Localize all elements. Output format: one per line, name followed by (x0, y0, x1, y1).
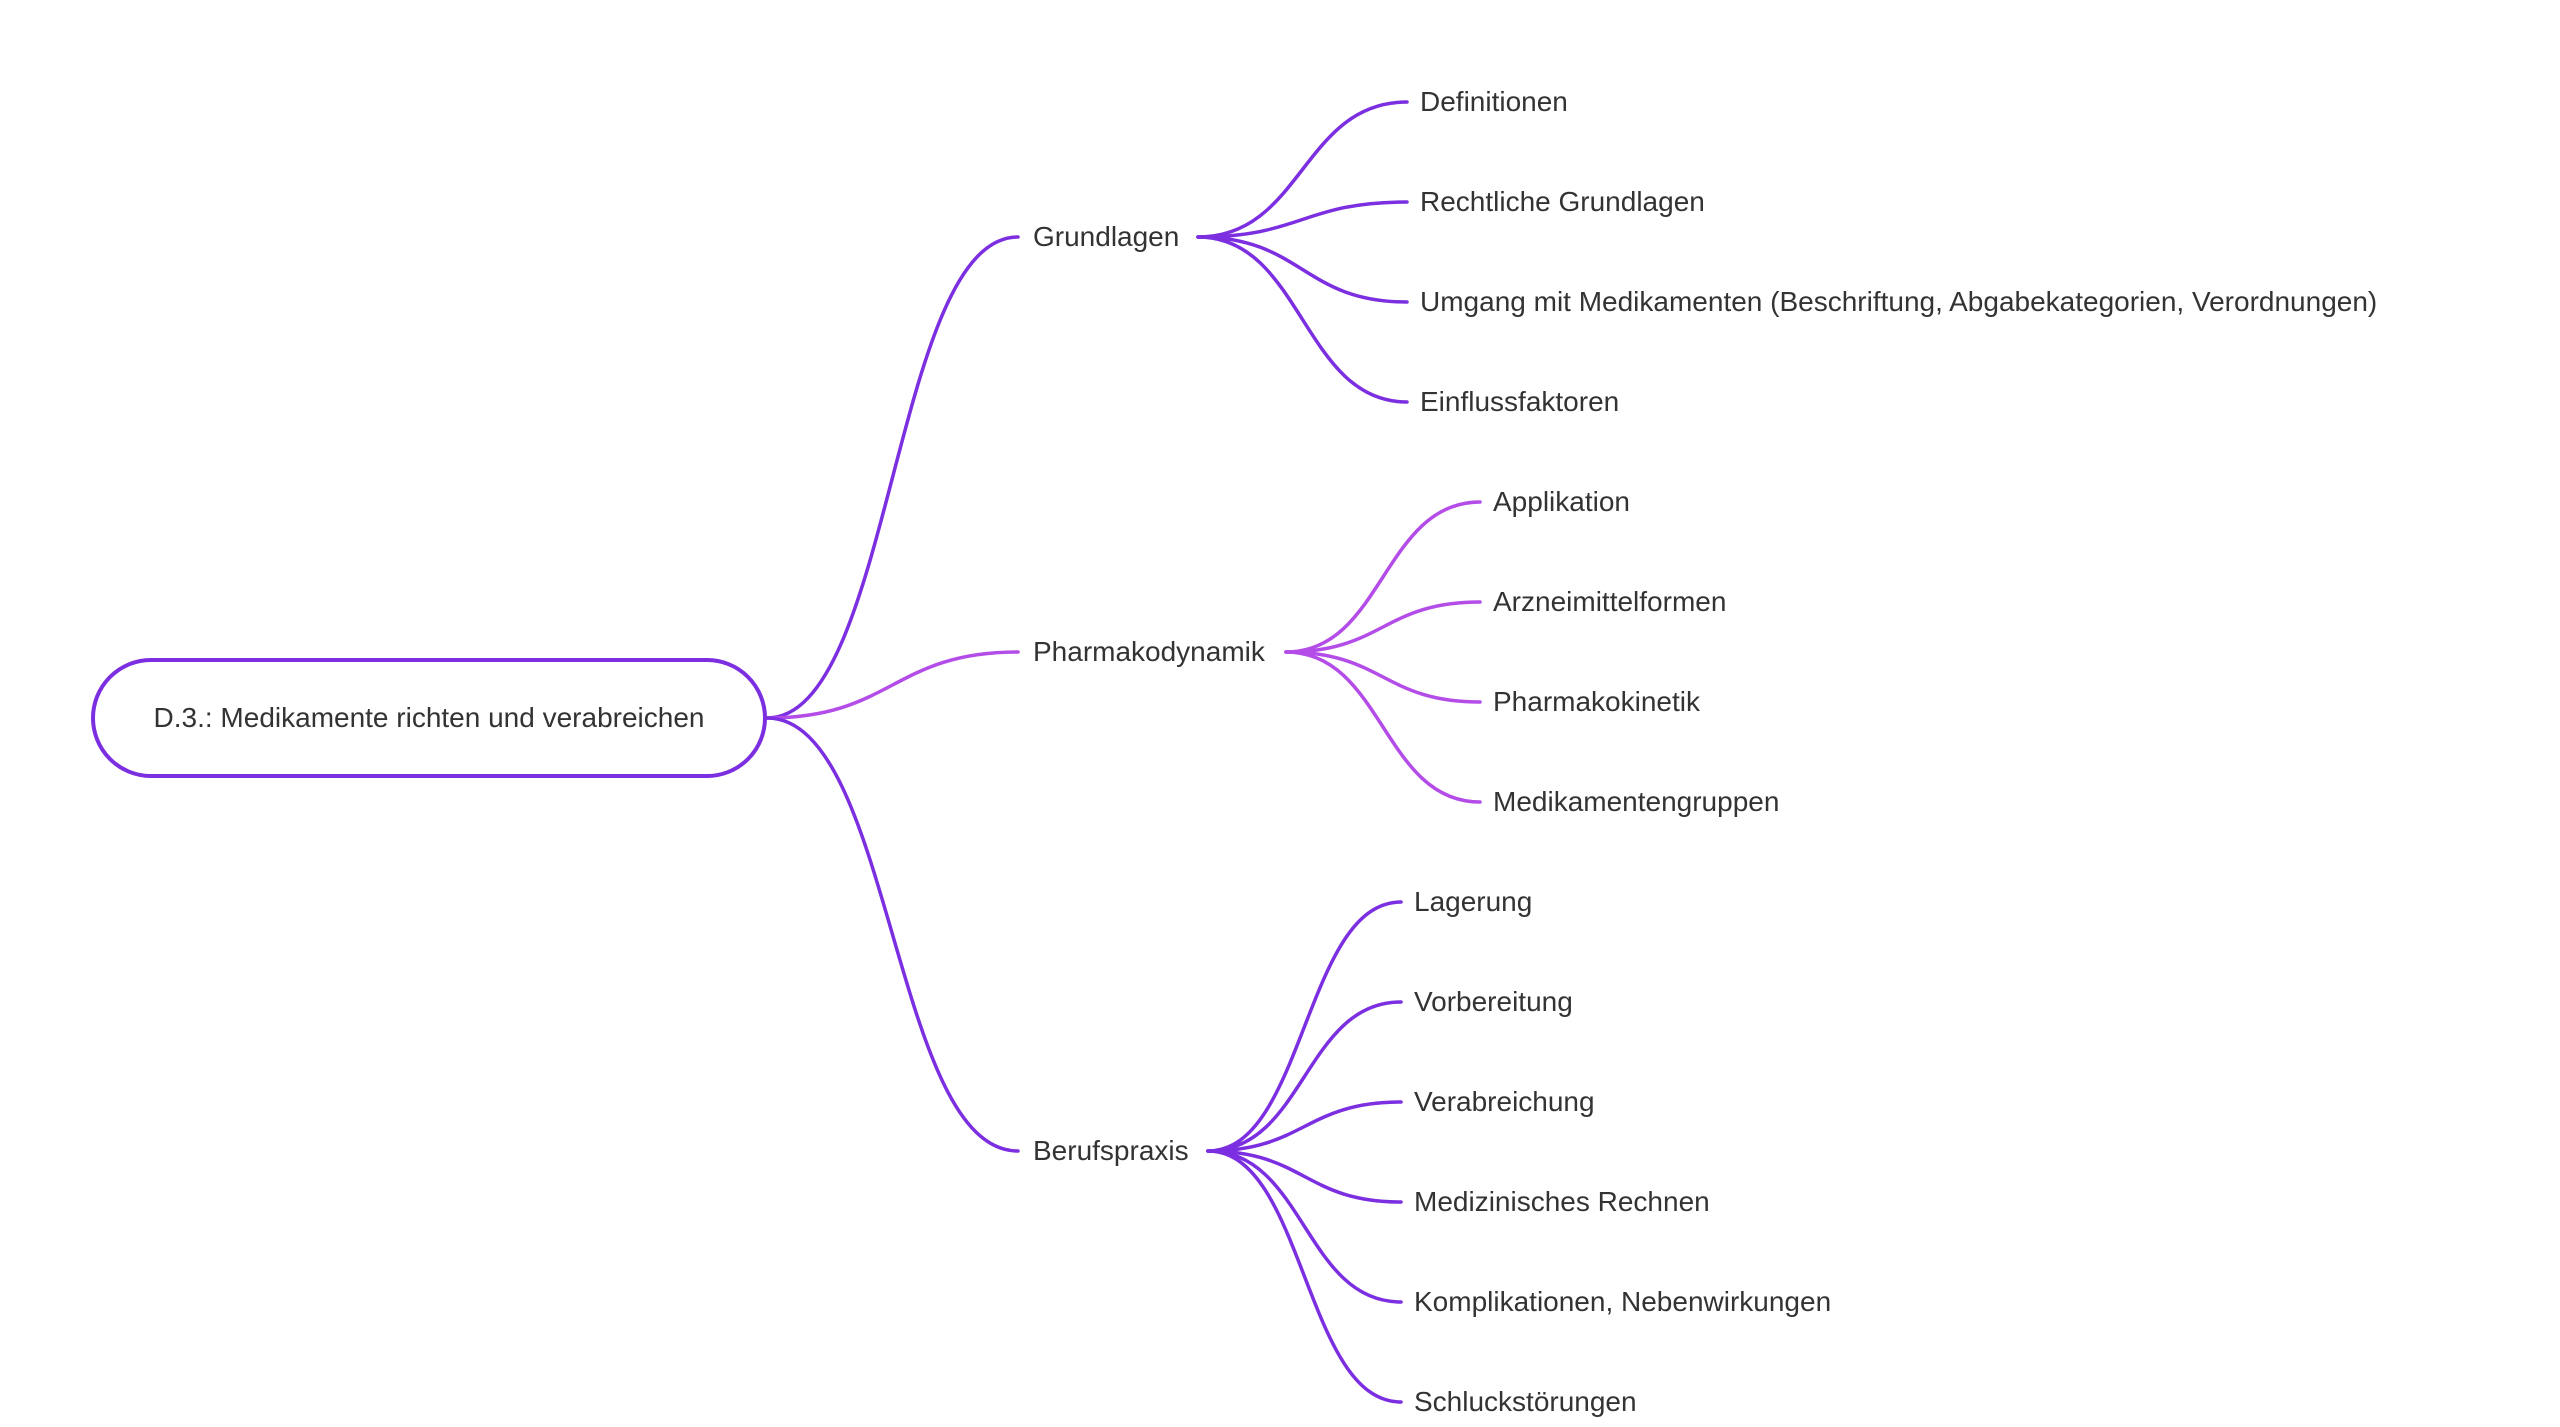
leaf-medizinisches-rechnen[interactable]: Medizinisches Rechnen (1414, 1186, 1710, 1217)
leaf-komplikationen-nebenwirkungen[interactable]: Komplikationen, Nebenwirkungen (1414, 1286, 1832, 1317)
connector-root-to-1 (765, 650, 1020, 720)
leaf-medikamentengruppen[interactable]: Medikamentengruppen (1493, 786, 1780, 817)
root-node[interactable]: D.3.: Medikamente richten und verabreich… (91, 658, 767, 778)
leaf-lagerung[interactable]: Lagerung (1414, 886, 1533, 917)
leaf-arzneimittelformen[interactable]: Arzneimittelformen (1493, 586, 1727, 617)
connector-branch-0-child-3 (1196, 235, 1409, 404)
branch-pharmakodynamik[interactable]: Pharmakodynamik (1033, 636, 1265, 667)
connector-branch-2-child-1 (1206, 1000, 1403, 1153)
connector-branch-2-child-5 (1206, 1149, 1403, 1404)
connector-branch-0-child-1 (1196, 200, 1409, 239)
connector-root-to-2 (765, 716, 1020, 1153)
connector-branch-1-child-2 (1284, 650, 1482, 704)
connector-branch-1-child-1 (1284, 600, 1482, 654)
leaf-schluckstoerungen[interactable]: Schluckstörungen (1414, 1386, 1637, 1417)
leaf-pharmakokinetik[interactable]: Pharmakokinetik (1493, 686, 1700, 717)
root-node-label: D.3.: Medikamente richten und verabreich… (153, 702, 705, 733)
leaf-rechtliche-grundlagen[interactable]: Rechtliche Grundlagen (1420, 186, 1705, 217)
connector-branch-1-child-3 (1284, 650, 1482, 804)
connector-branch-2-child-3 (1206, 1149, 1403, 1204)
connector-branch-1-child-0 (1284, 500, 1482, 654)
leaf-vorbereitung[interactable]: Vorbereitung (1414, 986, 1573, 1017)
branch-berufspraxis[interactable]: Berufspraxis (1033, 1135, 1189, 1166)
connector-branch-0-child-2 (1196, 235, 1409, 304)
connector-branch-2-child-2 (1206, 1100, 1403, 1153)
branch-grundlagen[interactable]: Grundlagen (1033, 221, 1180, 252)
connector-branch-0-child-0 (1196, 100, 1409, 239)
leaf-umgang-mit-medikamenten[interactable]: Umgang mit Medikamenten (Beschriftung, A… (1420, 286, 2378, 317)
leaf-definitionen[interactable]: Definitionen (1420, 86, 1568, 117)
leaf-einflussfaktoren[interactable]: Einflussfaktoren (1420, 386, 1620, 417)
connector-branch-2-child-4 (1206, 1149, 1403, 1304)
leaf-verabreichung[interactable]: Verabreichung (1414, 1086, 1595, 1117)
connector-branch-2-child-0 (1206, 900, 1403, 1153)
connector-root-to-0 (765, 235, 1020, 720)
leaf-applikation[interactable]: Applikation (1493, 486, 1630, 517)
